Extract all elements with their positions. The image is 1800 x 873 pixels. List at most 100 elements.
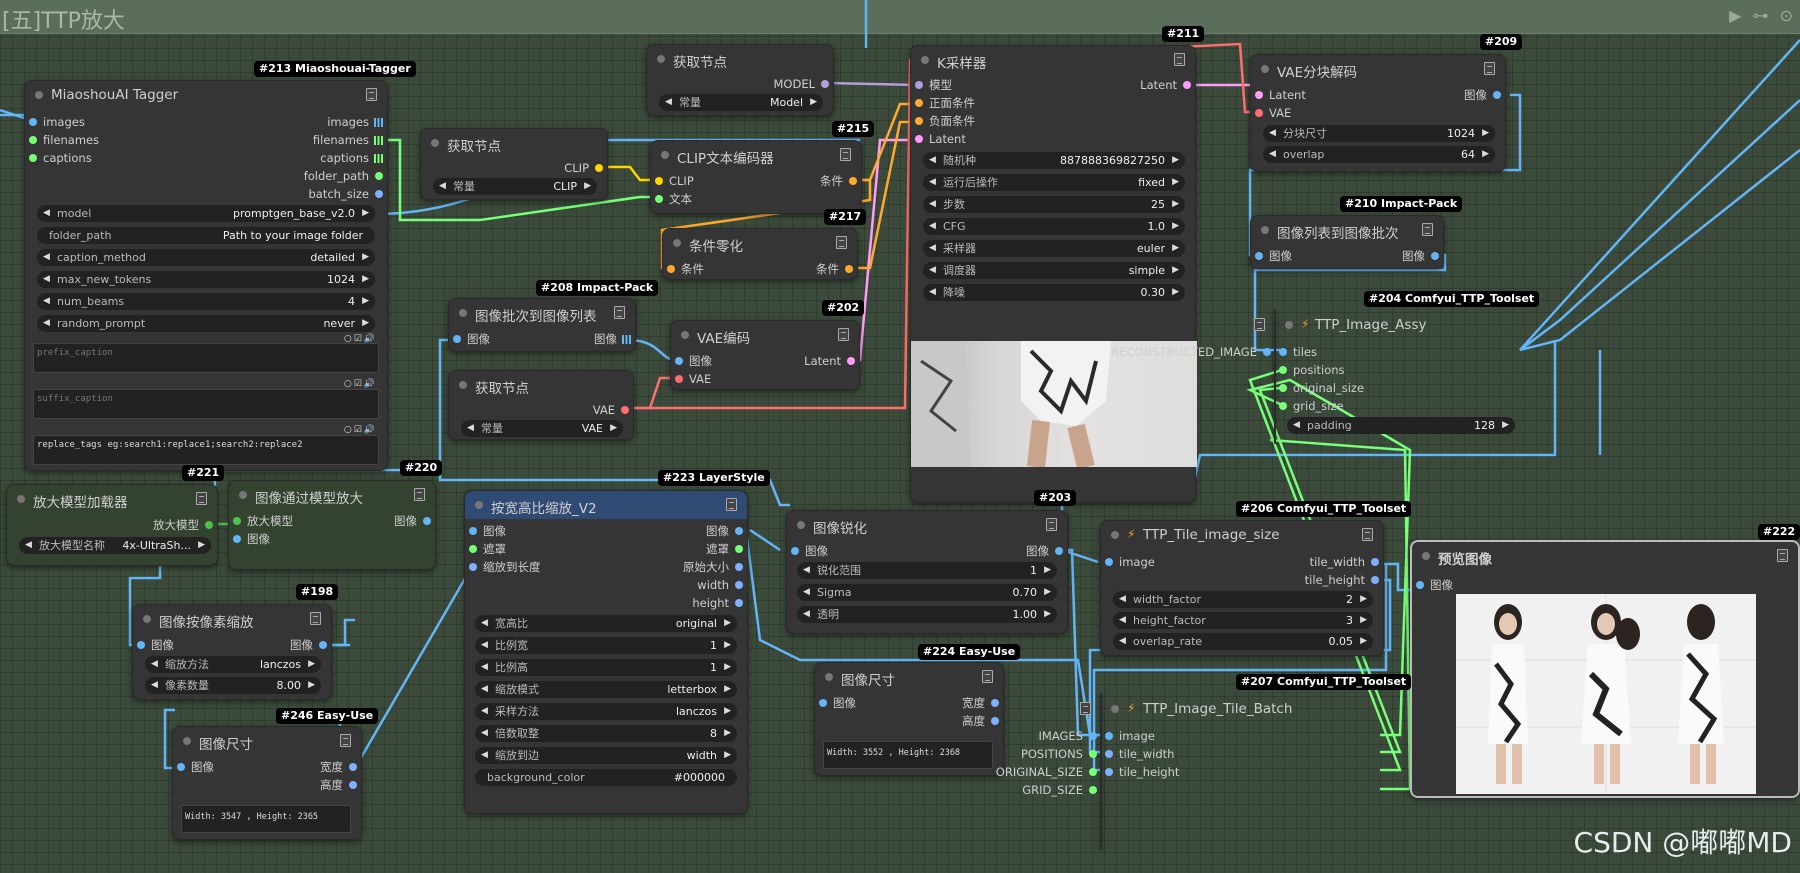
input-port-clip[interactable]: CLIP xyxy=(655,173,694,189)
output-port-image[interactable]: 图像 xyxy=(394,513,431,529)
input-port-filenames[interactable]: filenames xyxy=(29,132,99,148)
node-miaoshouai-tagger[interactable]: MiaoshouAI Tagger images filenames capti… xyxy=(24,80,388,471)
output-port-batch-size[interactable]: batch_size xyxy=(308,186,383,202)
doc-icon[interactable] xyxy=(340,734,351,747)
collapse-dot-icon[interactable] xyxy=(35,91,43,99)
input-port-image[interactable]: 图像 xyxy=(1255,248,1292,264)
input-port-image[interactable]: 图像 xyxy=(819,695,856,711)
input-port-image[interactable]: 图像 xyxy=(1416,577,1453,593)
output-port-image[interactable]: 图像 xyxy=(290,637,327,653)
collapse-dot-icon[interactable] xyxy=(825,673,833,681)
output-port-mask[interactable]: 遮罩 xyxy=(706,541,743,557)
collapse-dot-icon[interactable] xyxy=(657,55,665,63)
doc-icon[interactable] xyxy=(1362,528,1373,541)
node-ttp-image-tile-batch[interactable]: TTP_Image_Tile_Batch⚡ image tile_width t… xyxy=(996,694,1292,850)
output-port-conditioning[interactable]: 条件 xyxy=(820,173,857,189)
output-port-grid-size[interactable]: GRID_SIZE xyxy=(1022,782,1097,798)
input-port-image[interactable]: 图像 xyxy=(791,543,828,559)
doc-icon[interactable] xyxy=(1422,223,1433,236)
input-port-image[interactable]: 图像 xyxy=(469,523,506,539)
input-port-conditioning[interactable]: 条件 xyxy=(667,261,704,277)
input-port-positive[interactable]: 正面条件 xyxy=(915,95,975,111)
suffix-caption-textarea[interactable]: suffix_caption xyxy=(33,389,379,419)
output-port-conditioning[interactable]: 条件 xyxy=(816,261,853,277)
output-port-images[interactable]: images xyxy=(327,114,383,130)
input-port-captions[interactable]: captions xyxy=(29,150,92,166)
output-port-model[interactable]: MODEL xyxy=(773,76,829,92)
input-port-positions[interactable]: positions xyxy=(1279,362,1345,378)
doc-icon[interactable] xyxy=(310,612,321,625)
output-port-image[interactable]: 图像 xyxy=(706,523,743,539)
output-port-image[interactable]: 图像 xyxy=(1464,87,1501,103)
output-port-image-list[interactable]: 图像 xyxy=(594,331,631,347)
replace-tags-textarea[interactable]: replace_tags eg:search1:replace1;search2… xyxy=(33,435,379,465)
input-port-tiles[interactable]: tiles xyxy=(1279,344,1317,360)
collapse-dot-icon[interactable] xyxy=(431,139,439,147)
output-port-width[interactable]: width xyxy=(697,577,743,593)
widget-background-color[interactable]: background_color#000000 xyxy=(475,769,737,786)
input-port-vae[interactable]: VAE xyxy=(1255,105,1291,121)
collapse-dot-icon[interactable] xyxy=(1111,531,1119,539)
node-image-size[interactable]: 图像尺寸 图像 宽度 高度 Width: 3552 , Height: 2368 xyxy=(814,662,1004,776)
output-port-clip[interactable]: CLIP xyxy=(564,160,603,176)
collapse-dot-icon[interactable] xyxy=(475,501,483,509)
output-port-image[interactable]: 图像 xyxy=(1402,248,1439,264)
collapse-dot-icon[interactable] xyxy=(797,521,805,529)
group-controls-icon[interactable]: ▶ ⊶ ⊙ xyxy=(1729,6,1796,25)
node-image-list-to-batch[interactable]: 图像列表到图像批次 图像 图像 xyxy=(1250,215,1444,269)
input-port-latent[interactable]: Latent xyxy=(915,131,966,147)
input-port-tile-width[interactable]: tile_width xyxy=(1105,746,1174,762)
output-port-tile-width[interactable]: tile_width xyxy=(1310,554,1380,570)
input-port-image[interactable]: image xyxy=(1105,554,1155,570)
output-port-captions[interactable]: captions xyxy=(320,150,383,166)
node-image-size[interactable]: 图像尺寸 图像 宽度 高度 Width: 3547 , Height: 2365 xyxy=(172,726,362,840)
output-port-height[interactable]: height xyxy=(692,595,743,611)
collapse-dot-icon[interactable] xyxy=(1285,321,1293,329)
input-port-image[interactable]: 图像 xyxy=(137,637,174,653)
input-port-image[interactable]: 图像 xyxy=(177,759,214,775)
textarea-toolbar-icons[interactable]: ○☑🔊 xyxy=(343,425,377,435)
node-scale-by-aspect-ratio-v2[interactable]: 按宽高比缩放_V2 图像 遮罩 缩放到长度 图像 遮罩 原始大小 width h… xyxy=(464,490,748,814)
doc-icon[interactable] xyxy=(196,492,207,505)
output-port-positions[interactable]: POSITIONS xyxy=(1021,746,1098,762)
collapse-dot-icon[interactable] xyxy=(17,495,25,503)
output-port-original-size[interactable]: ORIGINAL_SIZE xyxy=(996,764,1098,780)
collapse-dot-icon[interactable] xyxy=(921,56,929,64)
node-vae-encode[interactable]: VAE编码 图像 VAE Latent xyxy=(670,320,860,390)
collapse-dot-icon[interactable] xyxy=(459,381,467,389)
collapse-dot-icon[interactable] xyxy=(681,331,689,339)
output-port-image[interactable]: 图像 xyxy=(1026,543,1063,559)
doc-icon[interactable] xyxy=(982,670,993,683)
doc-icon[interactable] xyxy=(836,236,847,249)
collapse-dot-icon[interactable] xyxy=(1111,705,1119,713)
input-port-original-size[interactable]: original_size xyxy=(1279,380,1364,396)
output-port-latent[interactable]: Latent xyxy=(1140,77,1191,93)
input-port-negative[interactable]: 负面条件 xyxy=(915,113,975,129)
collapse-dot-icon[interactable] xyxy=(239,491,247,499)
node-clip-text-encoder[interactable]: CLIP文本编码器 CLIP 文本 条件 xyxy=(650,140,862,214)
doc-icon[interactable] xyxy=(840,148,851,161)
